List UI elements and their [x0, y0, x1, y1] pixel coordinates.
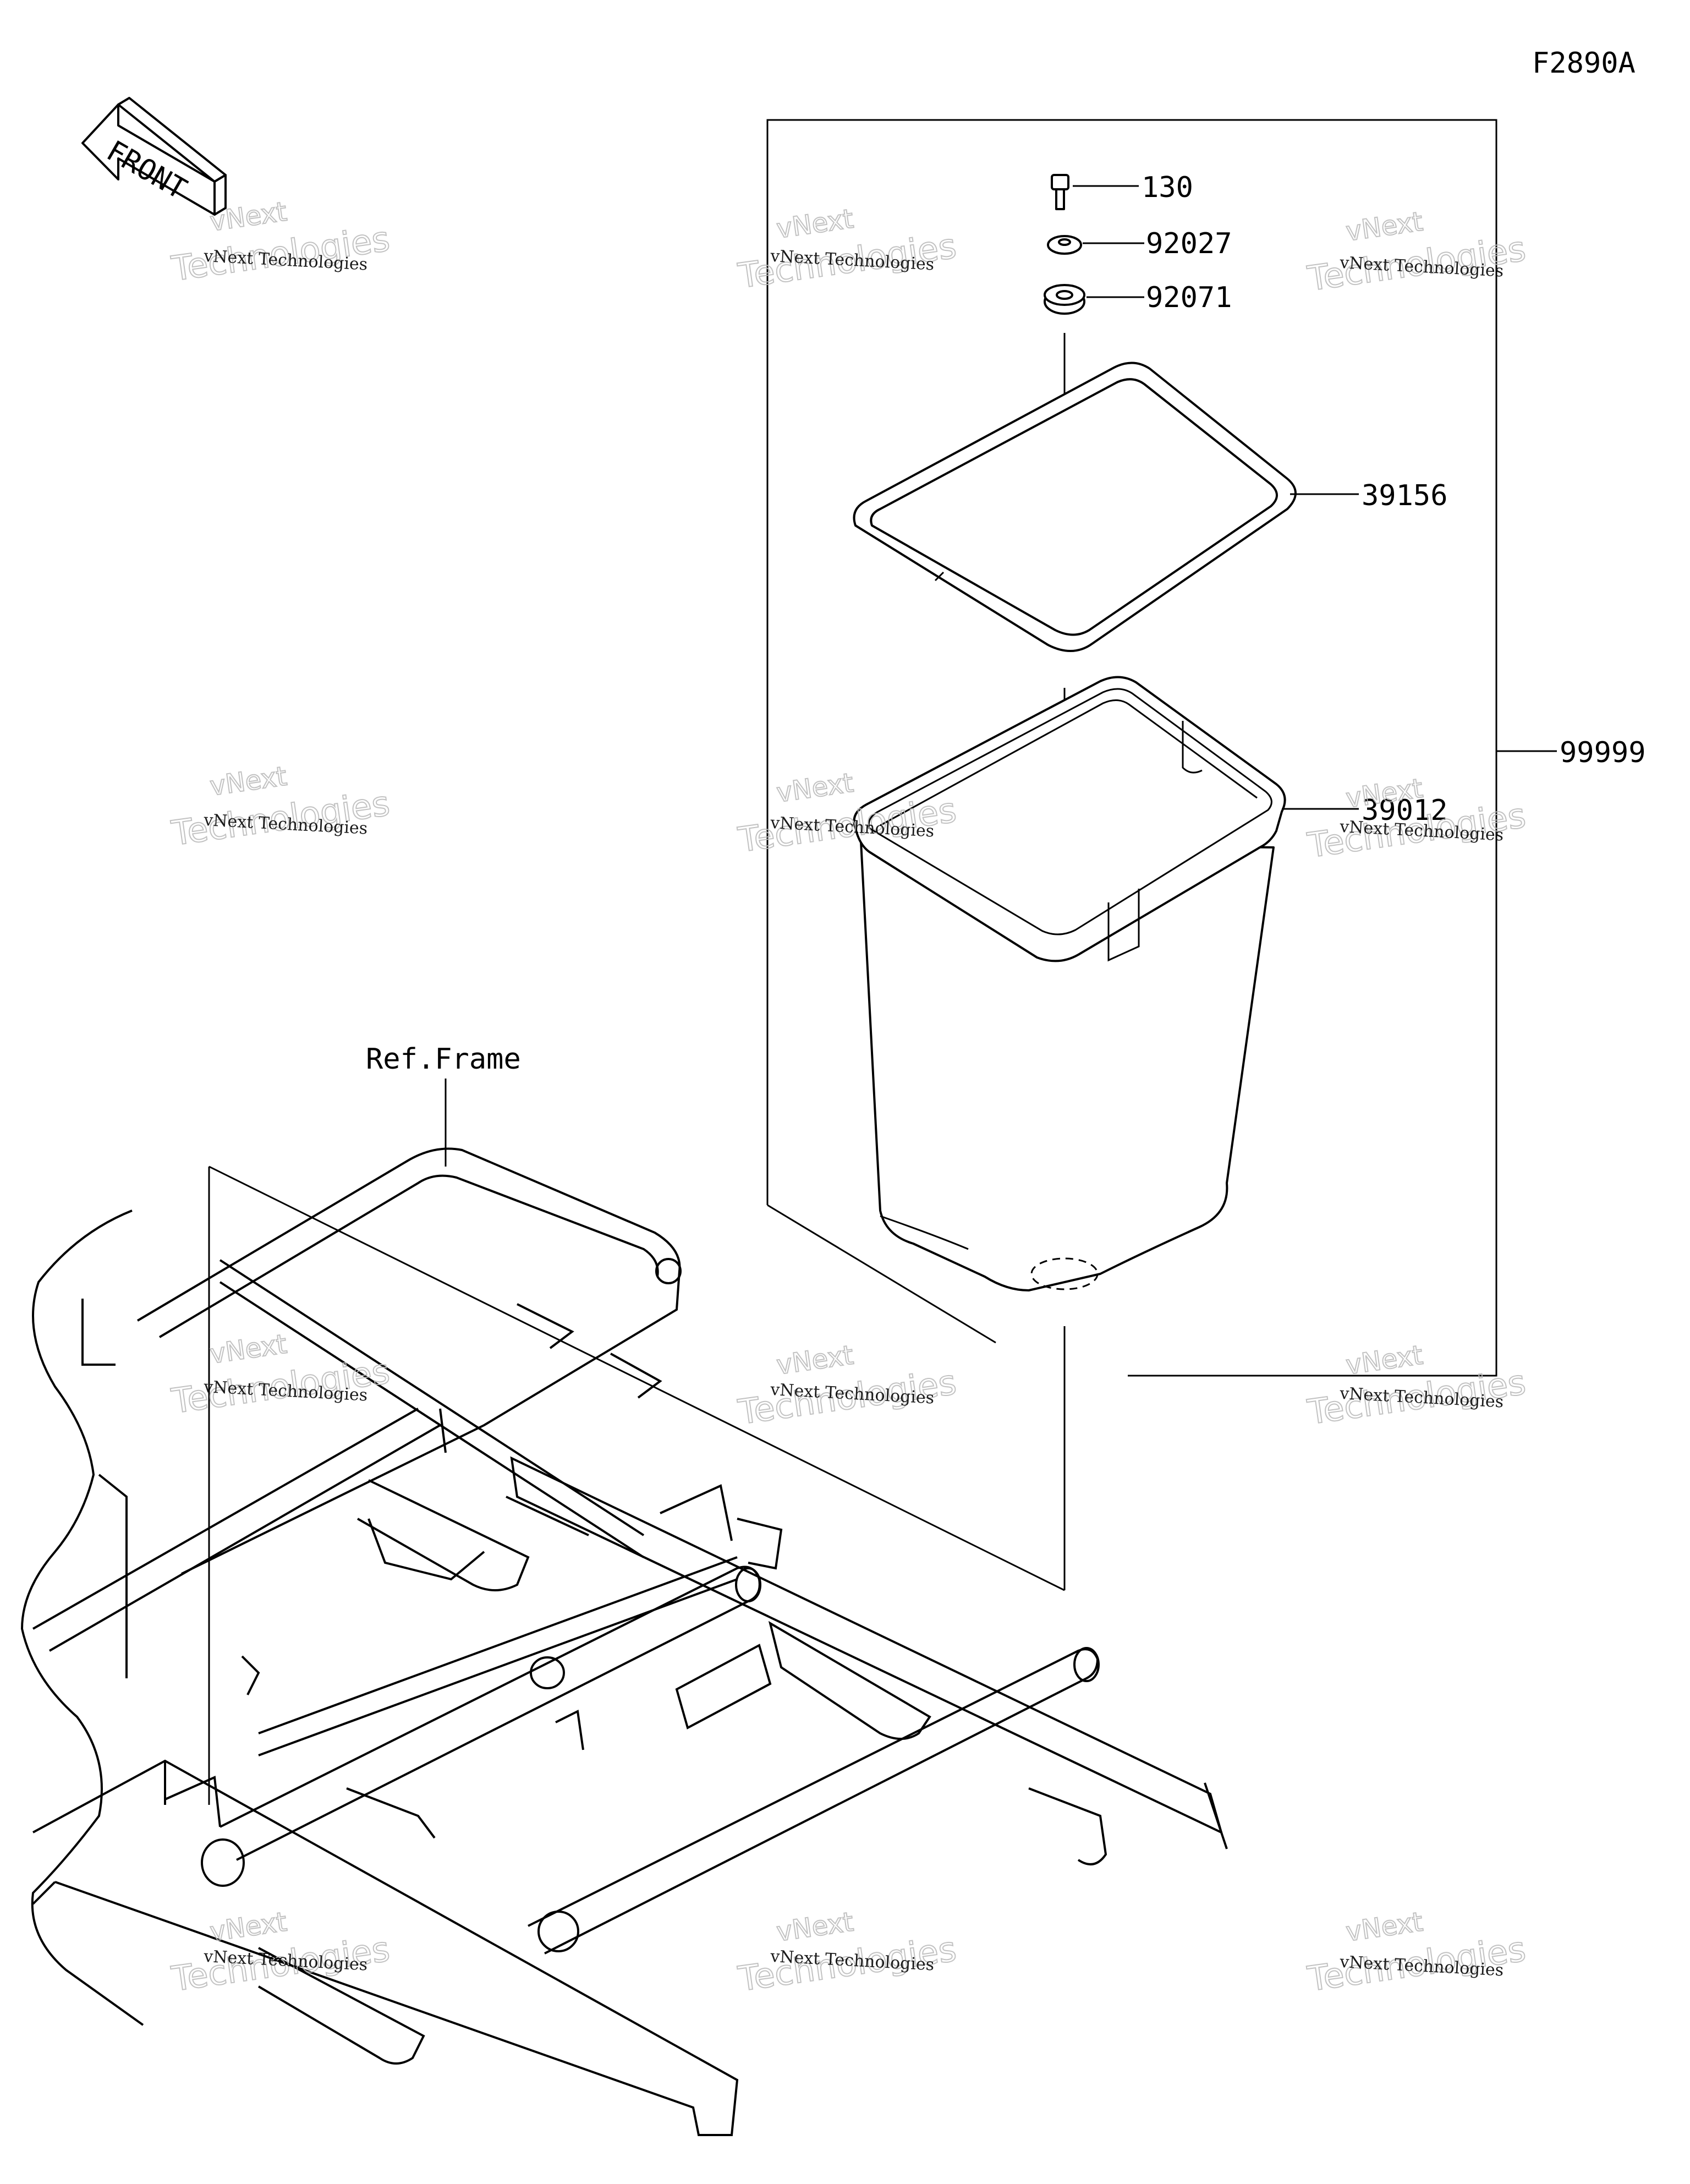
diagram-code: F2890A — [1532, 47, 1636, 80]
part-number-39012[interactable]: 39012 — [1362, 794, 1448, 827]
watermark-text: vNext — [1344, 1907, 1425, 1948]
vehicle-frame — [20, 1147, 1228, 2136]
part-number-130[interactable]: 130 — [1142, 171, 1193, 204]
front-arrow-icon: FRONT — [81, 97, 227, 216]
part-number-92027[interactable]: 92027 — [1146, 227, 1232, 260]
bolt-part — [1051, 174, 1139, 210]
part-number-99999[interactable]: 99999 — [1560, 736, 1646, 769]
watermark-text: vNext — [1344, 1340, 1425, 1381]
seal-ring-part — [853, 362, 1359, 652]
watermark-text: vNext — [208, 1329, 289, 1370]
watermark-layer: Technologies vNext vNext Technologies Te… — [168, 196, 1529, 2000]
assembly-box — [766, 119, 1557, 1377]
storage-bucket-part — [853, 676, 1359, 1291]
part-number-39156[interactable]: 39156 — [1362, 479, 1448, 512]
ref-frame-label: Ref.Frame — [366, 1043, 521, 1076]
watermark-text: vNext — [775, 204, 855, 245]
watermark-text: vNext — [208, 1907, 289, 1948]
watermark-text: vNext — [775, 1907, 855, 1948]
grommet-part — [1044, 284, 1144, 315]
watermark-text: vNext — [1344, 206, 1425, 248]
watermark-text: vNext — [208, 761, 289, 802]
part-number-92071[interactable]: 92071 — [1146, 281, 1232, 314]
washer-part — [1047, 235, 1144, 255]
watermark-text: vNext — [775, 1340, 855, 1381]
watermark-text: vNext — [775, 768, 855, 809]
